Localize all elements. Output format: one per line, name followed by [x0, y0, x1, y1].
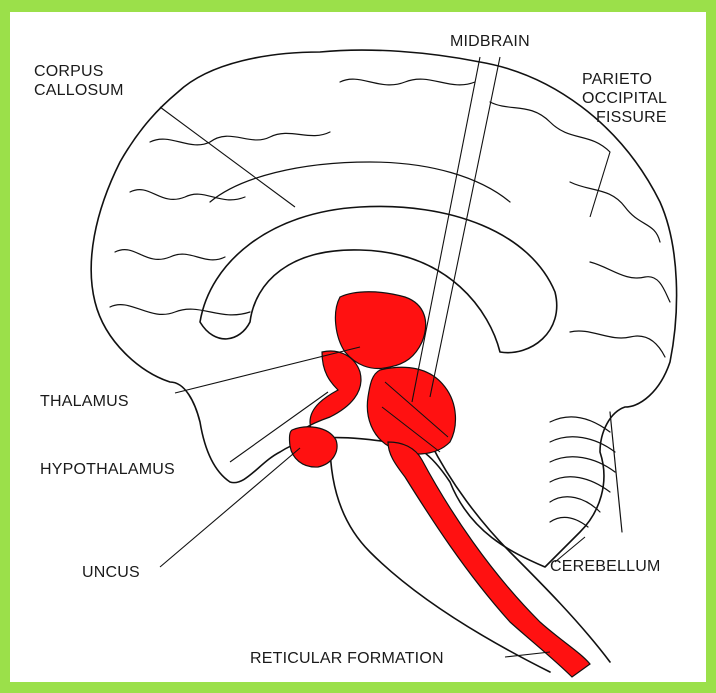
uncus-label: UNCUS: [82, 563, 140, 582]
midbrain-label: MIDBRAIN: [450, 32, 530, 51]
thalamus-label: THALAMUS: [40, 392, 129, 411]
diagram-frame: CORPUS CALLOSUM MIDBRAIN PARIETO OCCIPIT…: [10, 12, 706, 682]
uncus-leader: [160, 448, 300, 567]
brainstem-outline: [330, 442, 550, 672]
midbrain-leader-2: [430, 57, 500, 397]
reticular-formation-label: RETICULAR FORMATION: [250, 649, 444, 668]
gyrus-fold: [570, 331, 665, 357]
hypothalamus-label: HYPOTHALAMUS: [40, 460, 175, 479]
gyrus-fold: [570, 182, 660, 242]
cerebellum-fold: [550, 457, 615, 472]
cerebellum-fold: [550, 497, 600, 512]
cerebellum-label: CEREBELLUM: [550, 557, 660, 576]
parieto-occipital-fissure-label: PARIETO OCCIPITAL FISSURE: [582, 70, 667, 127]
gyrus-fold: [150, 132, 330, 145]
cerebellum-fold: [550, 437, 615, 452]
gyrus-fold: [590, 262, 670, 302]
parieto-occipital-leader: [590, 152, 610, 217]
cerebellum-fold: [550, 417, 610, 432]
corpus-callosum-label: CORPUS CALLOSUM: [34, 62, 124, 100]
gyrus-fold: [130, 190, 245, 200]
cerebellum-fold: [550, 517, 588, 527]
corpus-callosum-leader: [160, 107, 295, 207]
uncus-region: [289, 427, 337, 467]
cerebellum-fold: [610, 412, 622, 532]
gyrus-fold: [210, 162, 510, 202]
gyrus-fold: [110, 305, 250, 315]
gyrus-fold: [340, 79, 475, 85]
cerebellum-fold: [550, 477, 610, 492]
gyrus-fold: [115, 250, 225, 260]
midbrain-leader-1: [412, 57, 480, 402]
